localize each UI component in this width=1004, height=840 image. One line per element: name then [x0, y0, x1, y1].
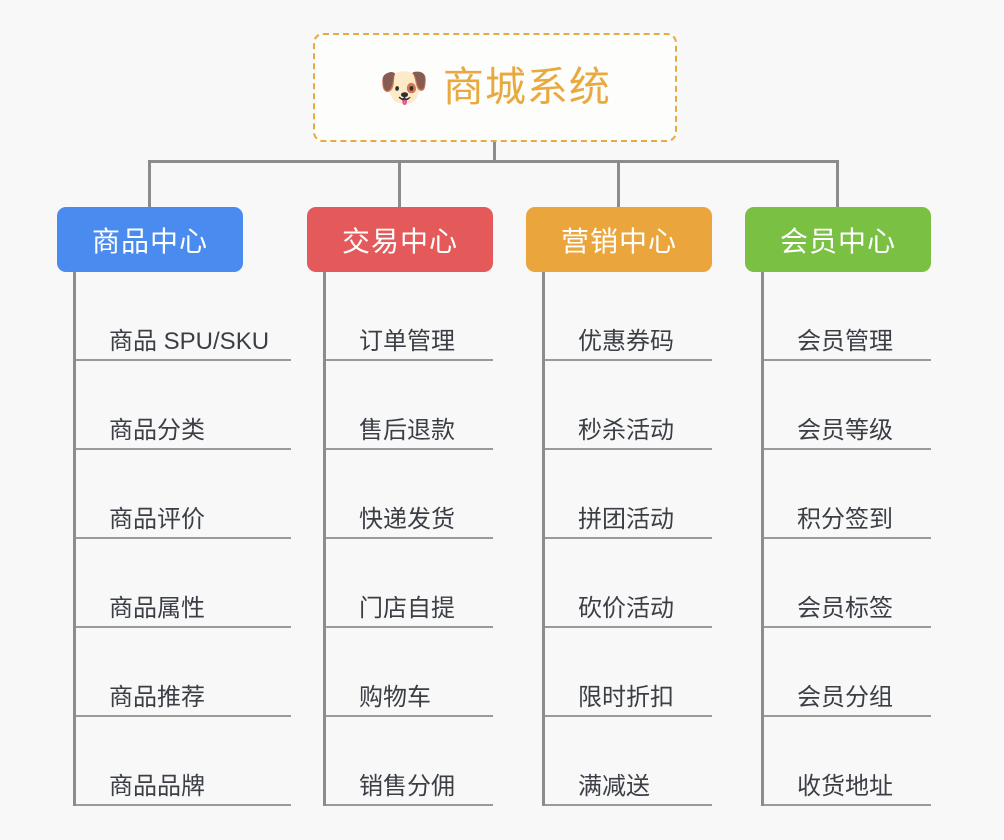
root-title: 商城系统: [442, 64, 611, 110]
leaf-label: 商品评价: [109, 506, 205, 533]
leaf-label: 销售分佣: [359, 773, 455, 800]
list-item[interactable]: 商品品牌: [76, 717, 292, 806]
list-item[interactable]: 会员管理: [764, 272, 931, 361]
branch-items-trade-center: 订单管理 售后退款 快递发货 门店自提 购物车 销售分佣: [323, 272, 493, 806]
leaf-label: 售后退款: [359, 417, 455, 444]
leaf-label: 商品分类: [109, 417, 205, 444]
branch-header-marketing-center[interactable]: 营销中心: [526, 207, 712, 272]
root-node-mall-system[interactable]: 🐶 商城系统: [313, 33, 677, 142]
leaf-label: 限时折扣: [578, 684, 674, 711]
branch-items-marketing-center: 优惠券码 秒杀活动 拼团活动 砍价活动 限时折扣 满减送: [542, 272, 712, 806]
branch-title: 营销中心: [560, 225, 677, 257]
connector-drop-1: [148, 160, 151, 207]
leaf-label: 订单管理: [359, 328, 455, 355]
list-item[interactable]: 售后退款: [326, 361, 493, 450]
list-item[interactable]: 商品属性: [76, 539, 292, 628]
leaf-label: 门店自提: [359, 595, 455, 622]
list-item[interactable]: 商品推荐: [76, 628, 292, 717]
list-item[interactable]: 快递发货: [326, 450, 493, 539]
connector-drop-2: [398, 160, 401, 207]
leaf-label: 秒杀活动: [578, 417, 674, 444]
leaf-label: 积分签到: [797, 506, 893, 533]
list-item[interactable]: 满减送: [545, 717, 712, 806]
leaf-label: 拼团活动: [578, 506, 674, 533]
connector-horizontal-bar: [148, 160, 838, 163]
branch-trade-center: 交易中心 订单管理 售后退款 快递发货 门店自提 购物车 销售分佣: [307, 207, 493, 806]
leaf-label: 商品品牌: [109, 773, 205, 800]
list-item[interactable]: 销售分佣: [326, 717, 493, 806]
list-item[interactable]: 会员标签: [764, 539, 931, 628]
list-item[interactable]: 会员等级: [764, 361, 931, 450]
leaf-label: 会员管理: [797, 328, 893, 355]
branch-title: 商品中心: [91, 225, 208, 257]
list-item[interactable]: 积分签到: [764, 450, 931, 539]
leaf-label: 购物车: [359, 684, 431, 711]
branch-marketing-center: 营销中心 优惠券码 秒杀活动 拼团活动 砍价活动 限时折扣 满减送: [526, 207, 712, 806]
list-item[interactable]: 砍价活动: [545, 539, 712, 628]
list-item[interactable]: 门店自提: [326, 539, 493, 628]
list-item[interactable]: 商品评价: [76, 450, 292, 539]
branch-items-member-center: 会员管理 会员等级 积分签到 会员标签 会员分组 收货地址: [761, 272, 931, 806]
leaf-label: 会员分组: [797, 684, 893, 711]
branch-title: 交易中心: [341, 225, 458, 257]
branch-header-trade-center[interactable]: 交易中心: [307, 207, 493, 272]
branch-header-product-center[interactable]: 商品中心: [57, 207, 243, 272]
leaf-label: 满减送: [578, 773, 650, 800]
connector-drop-4: [836, 160, 839, 207]
branch-product-center: 商品中心 商品 SPU/SKU 商品分类 商品评价 商品属性 商品推荐 商品品牌: [57, 207, 292, 806]
leaf-label: 商品属性: [109, 595, 205, 622]
list-item[interactable]: 商品 SPU/SKU: [76, 272, 292, 361]
leaf-label: 商品 SPU/SKU: [109, 328, 270, 355]
branch-header-member-center[interactable]: 会员中心: [745, 207, 931, 272]
list-item[interactable]: 会员分组: [764, 628, 931, 717]
list-item[interactable]: 购物车: [326, 628, 493, 717]
connector-root-stem: [493, 142, 496, 163]
list-item[interactable]: 订单管理: [326, 272, 493, 361]
leaf-label: 快递发货: [359, 506, 455, 533]
list-item[interactable]: 限时折扣: [545, 628, 712, 717]
list-item[interactable]: 秒杀活动: [545, 361, 712, 450]
branch-member-center: 会员中心 会员管理 会员等级 积分签到 会员标签 会员分组 收货地址: [745, 207, 931, 806]
branch-items-product-center: 商品 SPU/SKU 商品分类 商品评价 商品属性 商品推荐 商品品牌: [73, 272, 292, 806]
list-item[interactable]: 优惠券码: [545, 272, 712, 361]
leaf-label: 会员标签: [797, 595, 893, 622]
leaf-label: 砍价活动: [578, 595, 674, 622]
leaf-label: 优惠券码: [578, 328, 674, 355]
shiba-dog-face-icon: 🐶: [379, 64, 429, 111]
list-item[interactable]: 商品分类: [76, 361, 292, 450]
leaf-label: 收货地址: [797, 773, 893, 800]
branch-title: 会员中心: [779, 225, 896, 257]
leaf-label: 会员等级: [797, 417, 893, 444]
list-item[interactable]: 拼团活动: [545, 450, 712, 539]
leaf-label: 商品推荐: [109, 684, 205, 711]
connector-drop-3: [617, 160, 620, 207]
list-item[interactable]: 收货地址: [764, 717, 931, 806]
